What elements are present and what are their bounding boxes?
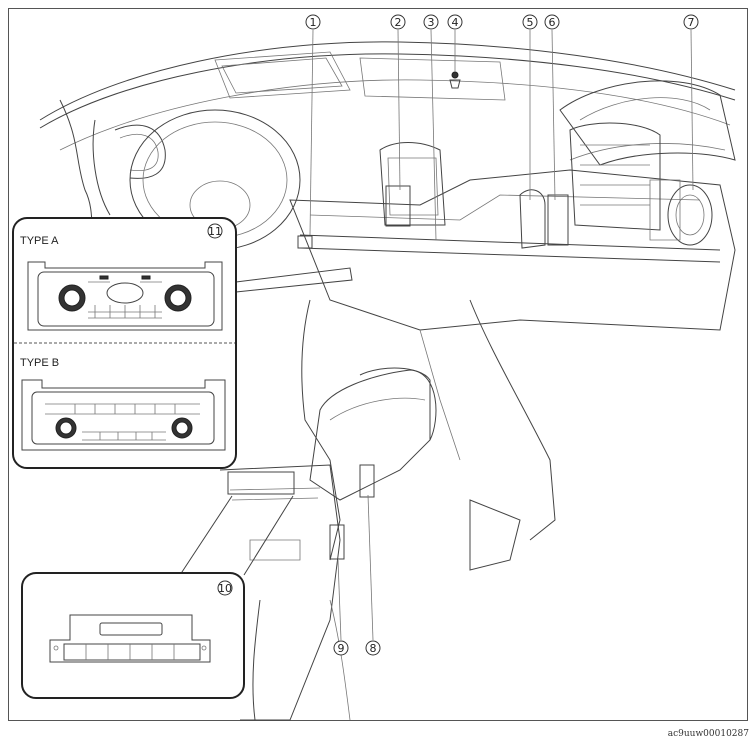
callout-2: 2 [390,14,406,30]
climate-panel-type-a [27,261,223,331]
image-code: ac9uuw00010287 [667,729,749,739]
callout-6-label: 6 [549,16,556,29]
callout-6: 6 [544,14,560,30]
climate-panel-type-b [21,379,226,451]
callout-8-label: 8 [370,642,377,655]
callout-11: 11 [207,223,223,239]
type-a-label: TYPE A [20,235,59,247]
callout-9: 9 [333,640,349,656]
callout-4-label: 4 [452,16,459,29]
callout-8: 8 [365,640,381,656]
callout-1: 1 [305,14,321,30]
callout-10: 10 [217,580,233,596]
callout-3-label: 3 [428,16,435,29]
switch-panel [49,614,211,663]
callout-11-label: 11 [208,225,222,238]
callout-leaders [309,29,694,641]
callout-5: 5 [522,14,538,30]
dashboard-outline [39,41,736,721]
inset-climate-control-panels: 11 TYPE A TYPE B [12,217,237,469]
callout-3: 3 [423,14,439,30]
callout-10-label: 10 [218,582,232,595]
type-b-label: TYPE B [20,357,59,369]
callout-2-label: 2 [395,16,402,29]
callout-7-label: 7 [688,16,695,29]
callout-1-label: 1 [310,16,317,29]
callout-7: 7 [683,14,699,30]
callout-9-label: 9 [338,642,345,655]
inset-switch-panel: 10 [21,572,245,699]
callout-5-label: 5 [527,16,534,29]
callout-4: 4 [447,14,463,30]
